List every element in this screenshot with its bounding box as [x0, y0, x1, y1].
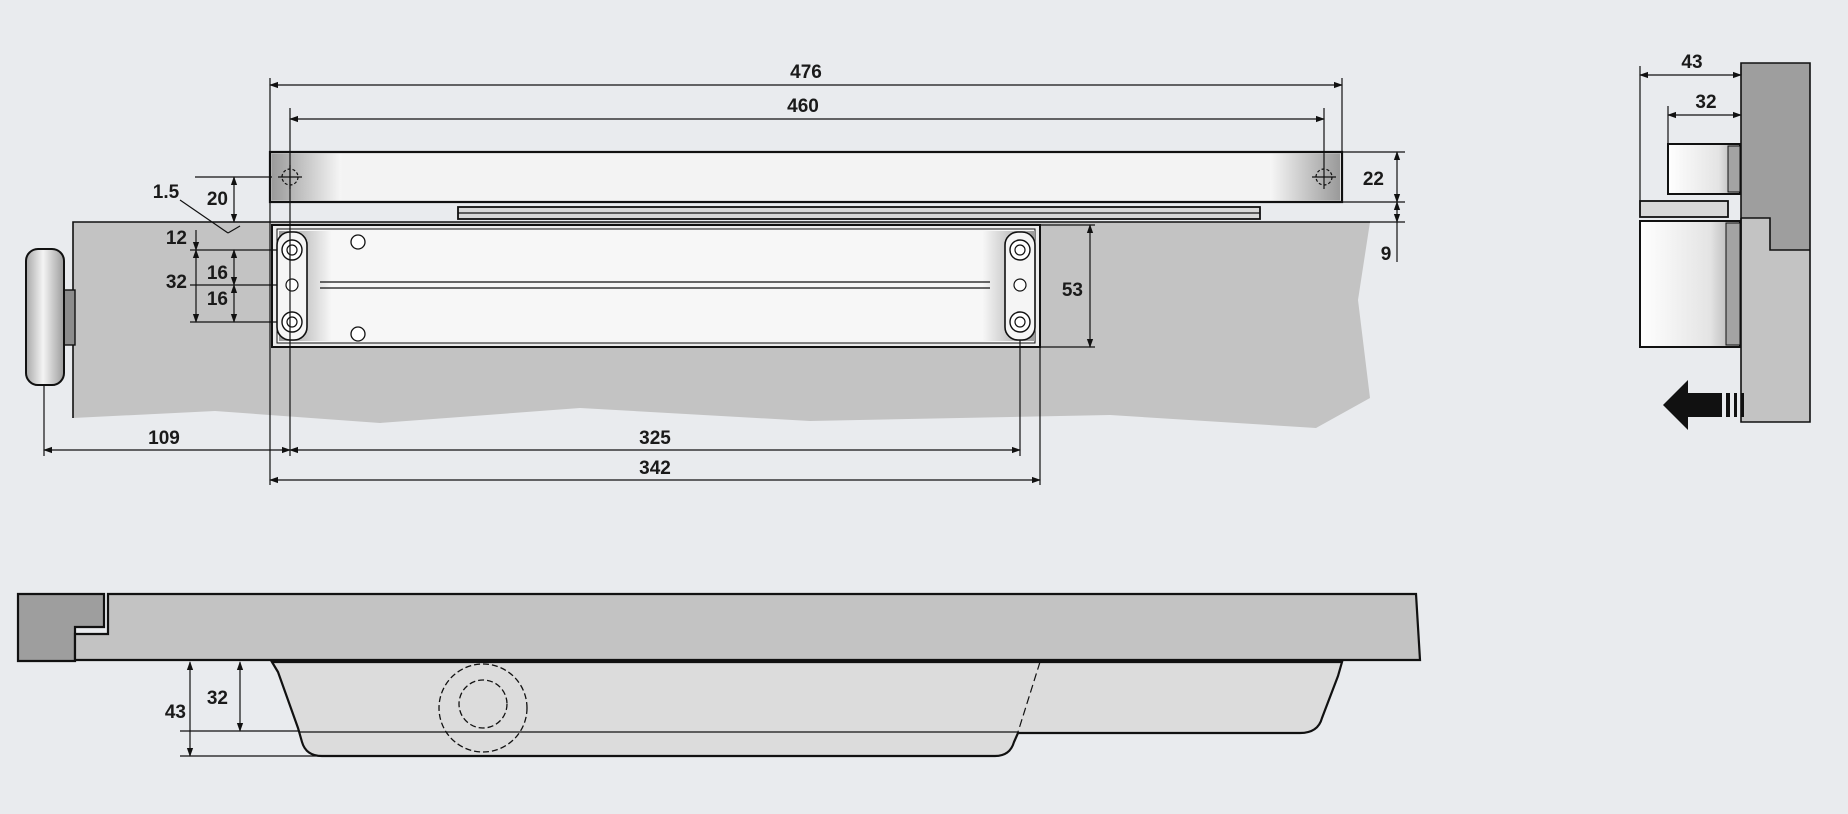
- dim-16-upper-label: 16: [207, 263, 228, 284]
- dim-325-label: 325: [639, 428, 671, 449]
- door-outline: [72, 221, 1370, 418]
- arrow-left-icon: [1663, 380, 1744, 430]
- dim-12-label: 12: [166, 228, 187, 249]
- dim-342-label: 342: [639, 458, 671, 479]
- dim-32-side-label: 32: [1695, 92, 1716, 113]
- side-door-edge: [1741, 218, 1810, 422]
- dim-16-lower-label: 16: [207, 289, 228, 310]
- dim-1-5: 1.5: [153, 182, 241, 234]
- bottom-closer-body: [270, 660, 1344, 758]
- side-closer-body: [1639, 220, 1741, 348]
- fixing-plate-right: [1004, 231, 1036, 341]
- side-arm: [1639, 200, 1729, 218]
- bottom-view: [16, 592, 1422, 758]
- dim-9-label: 9: [1381, 244, 1392, 265]
- arm-channel: [457, 201, 1261, 220]
- side-view: [1639, 62, 1811, 423]
- closer-body-top: [271, 224, 1041, 348]
- bottom-frame: [16, 592, 106, 663]
- dim-476-label: 476: [790, 62, 822, 83]
- dim-22-label: 22: [1363, 169, 1384, 190]
- dim-43-side-label: 43: [1681, 52, 1702, 73]
- door-handle: [25, 248, 76, 386]
- bottom-door-leaf: [73, 592, 1422, 662]
- extension-lines: [43, 78, 1405, 485]
- dim-43-bottom-label: 43: [165, 702, 186, 723]
- dim-109-label: 109: [148, 428, 180, 449]
- fixing-plate-left: [276, 231, 308, 341]
- dim-53-label: 53: [1062, 280, 1083, 301]
- pivot-outer: [438, 663, 528, 753]
- dim-1-5-label: 1.5: [153, 182, 180, 203]
- dim-460-label: 460: [787, 96, 819, 117]
- dim-32-bottom-label: 32: [207, 688, 228, 709]
- rail-screw-right: [1312, 165, 1336, 189]
- pivot-inner: [458, 679, 508, 729]
- dim-20-label: 20: [207, 189, 228, 210]
- dim-32-left-label: 32: [166, 272, 187, 293]
- slide-rail: [268, 150, 1344, 204]
